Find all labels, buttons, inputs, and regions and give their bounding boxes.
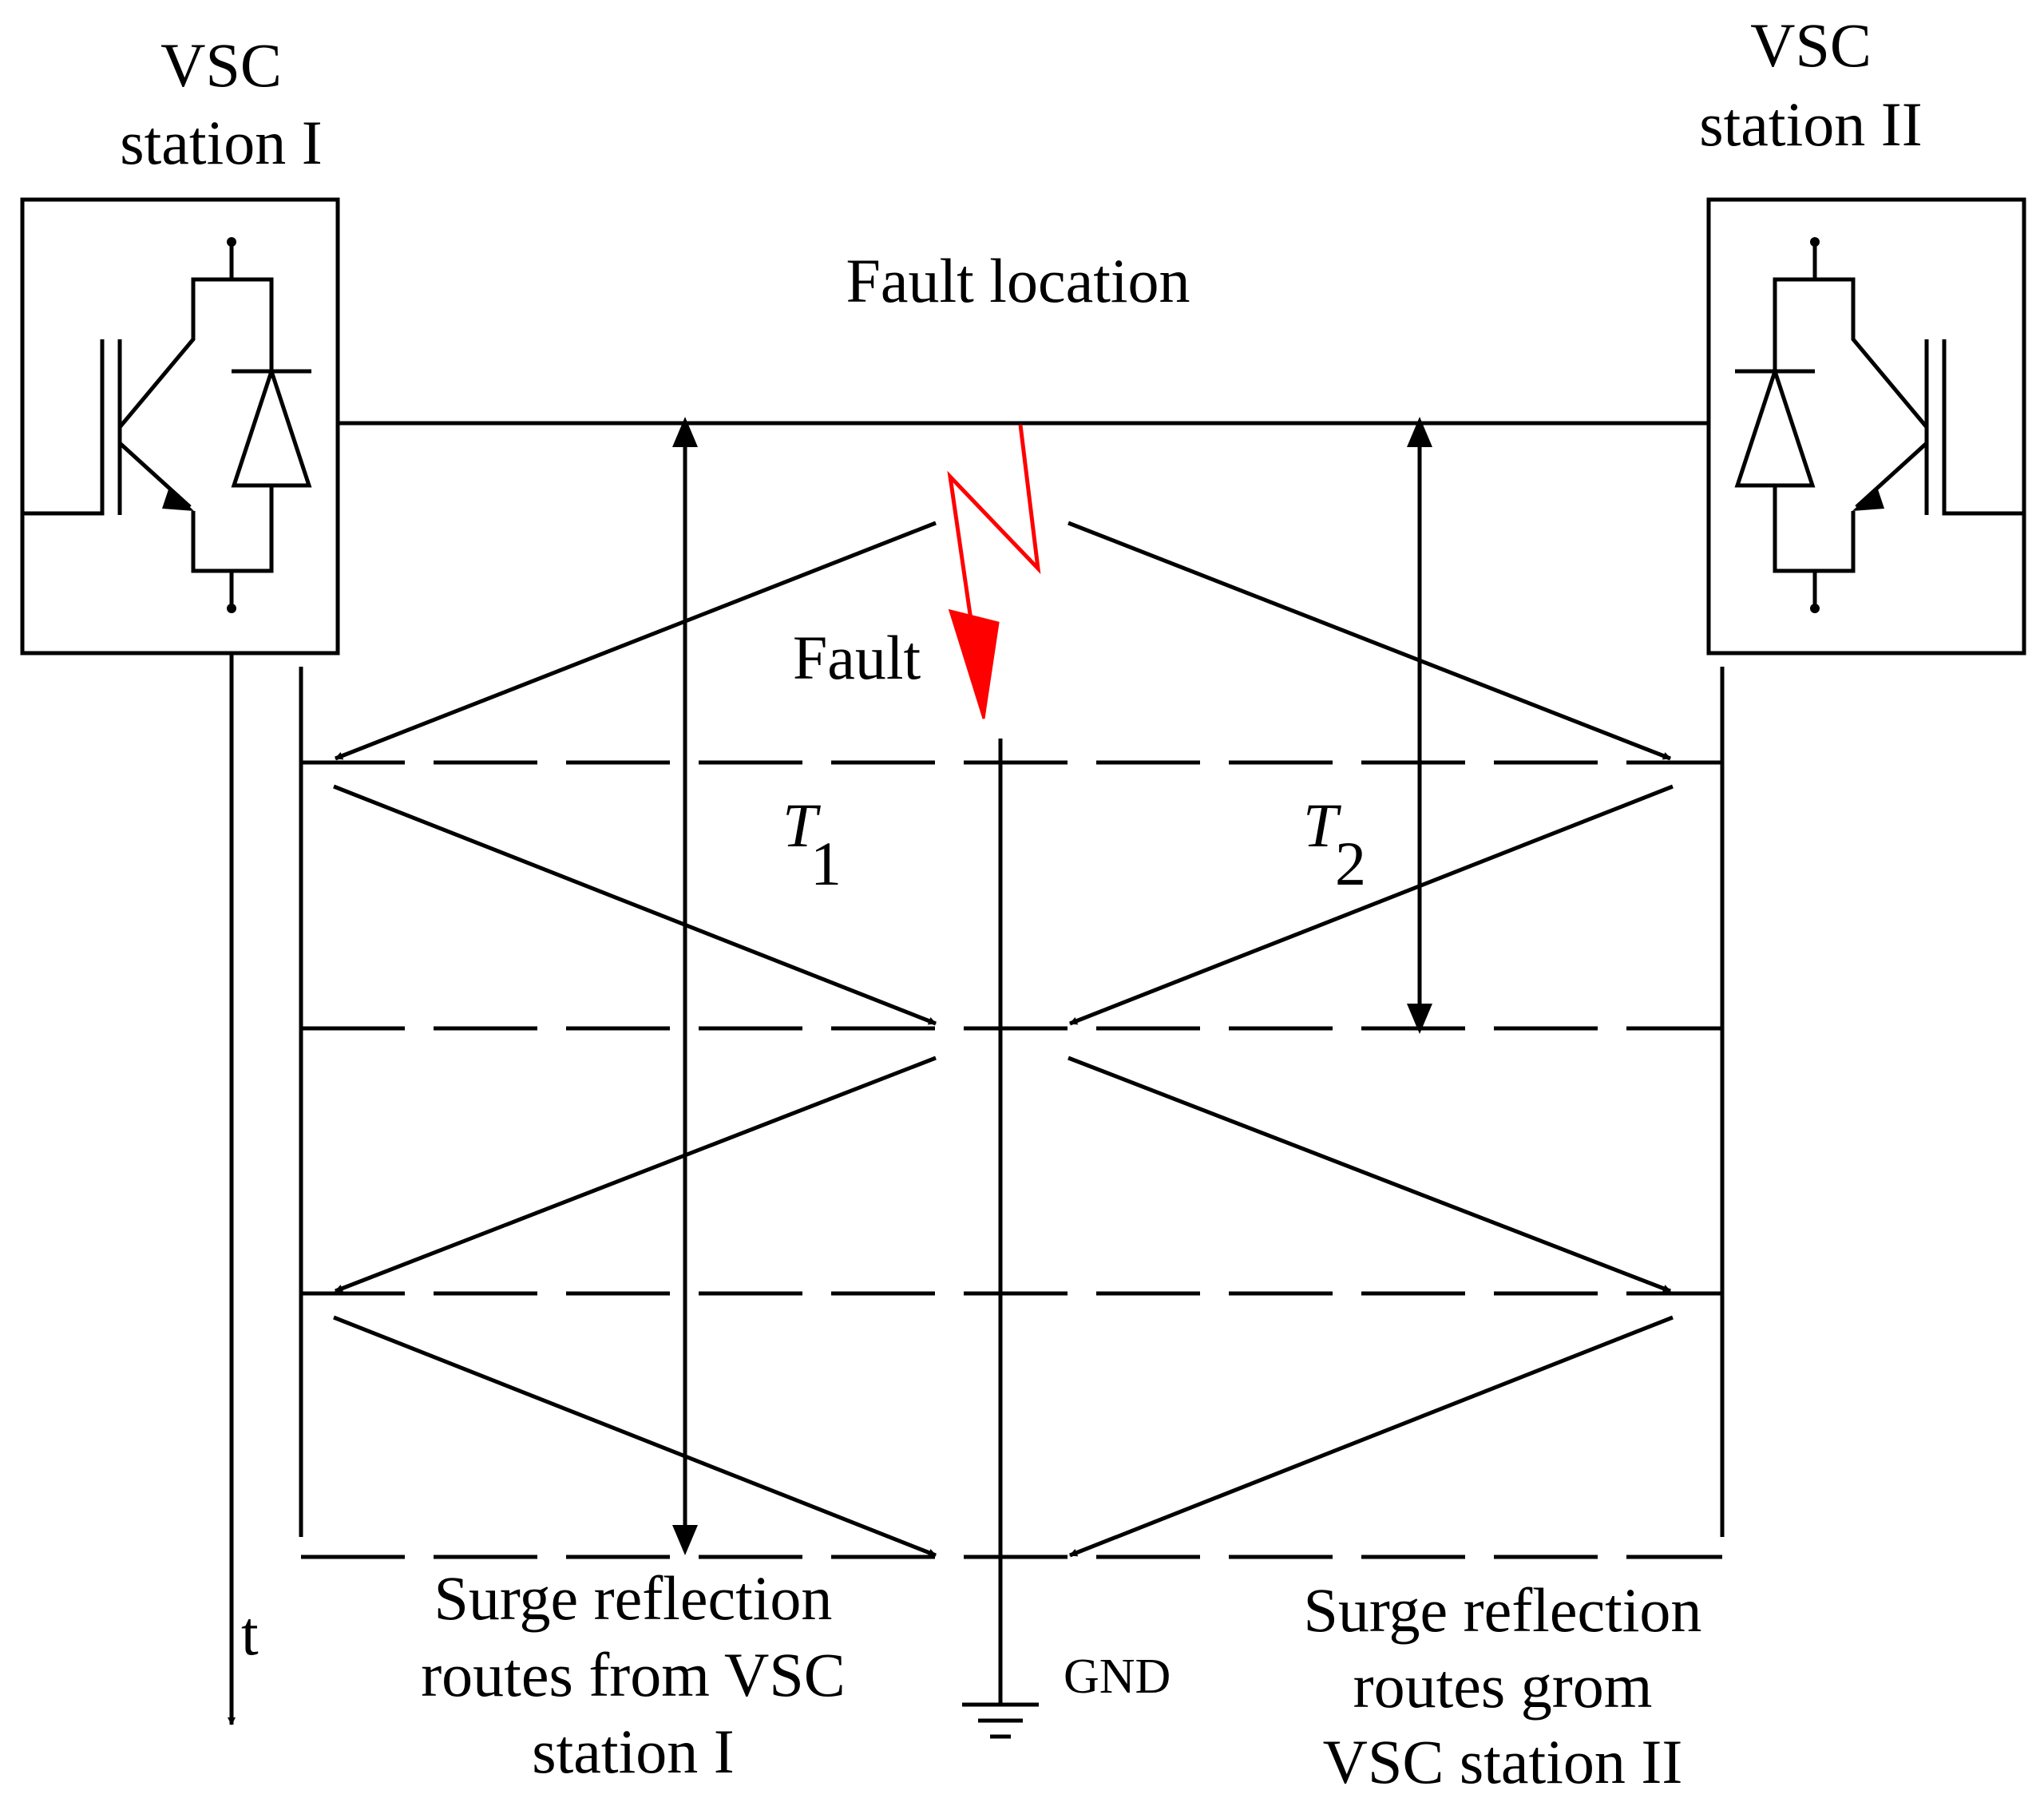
t2-subscript: 2 bbox=[1335, 829, 1366, 898]
station-2-title-line1: VSC bbox=[1750, 10, 1872, 80]
gnd-label: GND bbox=[1064, 1650, 1171, 1704]
routes-1-line1: Surge reflection bbox=[434, 1563, 833, 1633]
routes-2-line2: routes grom bbox=[1353, 1651, 1653, 1721]
routes-1-line3: station I bbox=[532, 1717, 734, 1786]
vsc-station-1-symbol bbox=[20, 197, 340, 656]
station-1-title-line1: VSC bbox=[160, 30, 282, 100]
surge-route-station-1 bbox=[333, 521, 937, 1558]
t1-label: T bbox=[782, 790, 821, 860]
fault-location-label: Fault location bbox=[846, 246, 1190, 315]
time-axis-label: t bbox=[241, 1598, 259, 1668]
t1-interval-arrow bbox=[672, 417, 698, 1555]
t2-interval-arrow bbox=[1407, 417, 1432, 1034]
fault-label: Fault bbox=[793, 623, 921, 692]
station-2-title-line2: station II bbox=[1699, 89, 1922, 159]
t1-subscript: 1 bbox=[810, 829, 842, 898]
t2-label: T bbox=[1303, 790, 1341, 860]
surge-route-station-2 bbox=[1068, 521, 1674, 1558]
routes-2-line3: VSC station II bbox=[1323, 1727, 1683, 1796]
routes-1-line2: routes from VSC bbox=[421, 1640, 846, 1709]
fault-lightning-icon bbox=[947, 424, 1041, 719]
station-1-title-line2: station I bbox=[120, 108, 322, 177]
ground-symbol bbox=[962, 1702, 1039, 1739]
routes-2-line1: Surge reflection bbox=[1304, 1575, 1702, 1645]
vsc-station-2-symbol bbox=[1706, 197, 2026, 656]
